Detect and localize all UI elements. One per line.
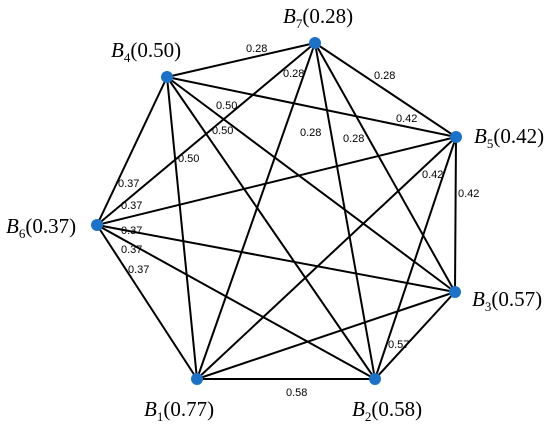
edge-B3-B6 (96, 224, 456, 293)
node-b6 (91, 219, 103, 231)
edge-weights-layer: 0.58 0.57 0.42 0.42 0.42 0.28 0.28 0.28 0.28 0.28… (118, 43, 479, 399)
edge-B4-B6 (96, 76, 168, 226)
edge-B1-B4 (166, 76, 198, 380)
edge-B4-B5 (166, 76, 457, 138)
edge-B5-B6 (96, 136, 457, 226)
edge-B5-B7 (314, 42, 457, 138)
node-subscript: 1 (157, 409, 164, 424)
node-label-b3: B3(0.57) (472, 287, 542, 314)
edge-B1-B3 (196, 291, 456, 380)
edge-B2-B5 (374, 136, 457, 380)
node-subscript: 7 (296, 16, 303, 31)
edge-B1-B5 (196, 136, 457, 380)
node-label-b4: B4(0.50) (111, 38, 181, 65)
edge-B3-B5 (454, 136, 457, 293)
node-letter: B (111, 38, 124, 62)
edge-weight-label: 0.28 (246, 43, 267, 55)
node-subscript: 4 (124, 50, 131, 65)
edge-weight-label: 0.58 (286, 387, 307, 399)
node-letter: B (283, 4, 296, 28)
edge-B2-B3 (374, 291, 456, 380)
node-label-b6: B6(0.37) (6, 214, 76, 241)
edge-weight-label: 0.42 (458, 188, 479, 200)
edge-weight-label: 0.42 (422, 169, 443, 181)
edge-weight-label: 0.50 (216, 100, 237, 112)
node-subscript: 5 (487, 136, 494, 151)
node-subscript: 6 (19, 226, 26, 241)
node-value: (0.58) (371, 397, 422, 421)
node-labels-layer: B1(0.77)B2(0.58)B3(0.57)B4(0.50)B5(0.42)… (6, 4, 544, 424)
node-b7 (309, 37, 321, 49)
edge-weight-label: 0.42 (396, 113, 417, 125)
node-letter: B (352, 397, 365, 421)
edge-B2-B4 (166, 76, 376, 380)
node-value: (0.77) (163, 397, 214, 421)
node-value: (0.37) (25, 214, 76, 238)
node-subscript: 3 (485, 299, 492, 314)
node-b1 (191, 373, 203, 385)
node-value: (0.57) (491, 287, 542, 311)
node-letter: B (6, 214, 19, 238)
edge-B6-B7 (96, 42, 316, 226)
edge-weight-label: 0.28 (343, 133, 364, 145)
edge-weight-label: 0.50 (212, 125, 233, 137)
edge-B1-B7 (196, 42, 316, 380)
nodes-layer (91, 37, 462, 385)
edge-weight-label: 0.37 (128, 264, 149, 276)
edge-weight-label: 0.28 (283, 68, 304, 80)
node-label-b1: B1(0.77) (144, 397, 214, 424)
node-label-b5: B5(0.42) (474, 124, 544, 151)
node-b2 (369, 373, 381, 385)
edge-weight-label: 0.37 (121, 244, 142, 256)
edge-B2-B6 (96, 224, 376, 380)
node-value: (0.42) (493, 124, 544, 148)
edge-B3-B7 (314, 42, 456, 293)
edge-weight-label: 0.57 (388, 339, 409, 351)
edge-B4-B7 (166, 42, 316, 78)
node-b3 (449, 286, 461, 298)
edge-weight-label: 0.50 (178, 153, 199, 165)
edge-weight-label: 0.28 (300, 127, 321, 139)
node-letter: B (144, 397, 157, 421)
node-label-b7: B7(0.28) (283, 4, 353, 31)
node-subscript: 2 (365, 409, 372, 424)
edge-weight-label: 0.37 (121, 200, 142, 212)
node-letter: B (474, 124, 487, 148)
node-letter: B (472, 287, 485, 311)
node-value: (0.50) (130, 38, 181, 62)
edge-B1-B6 (96, 224, 198, 380)
edge-weight-label: 0.37 (121, 225, 142, 237)
edge-weight-label: 0.28 (374, 70, 395, 82)
node-label-b2: B2(0.58) (352, 397, 422, 424)
node-b4 (161, 71, 173, 83)
edges-layer (96, 42, 457, 380)
edge-B3-B4 (166, 76, 456, 293)
node-value: (0.28) (302, 4, 353, 28)
node-b5 (450, 131, 462, 143)
edge-weight-label: 0.37 (118, 178, 139, 190)
